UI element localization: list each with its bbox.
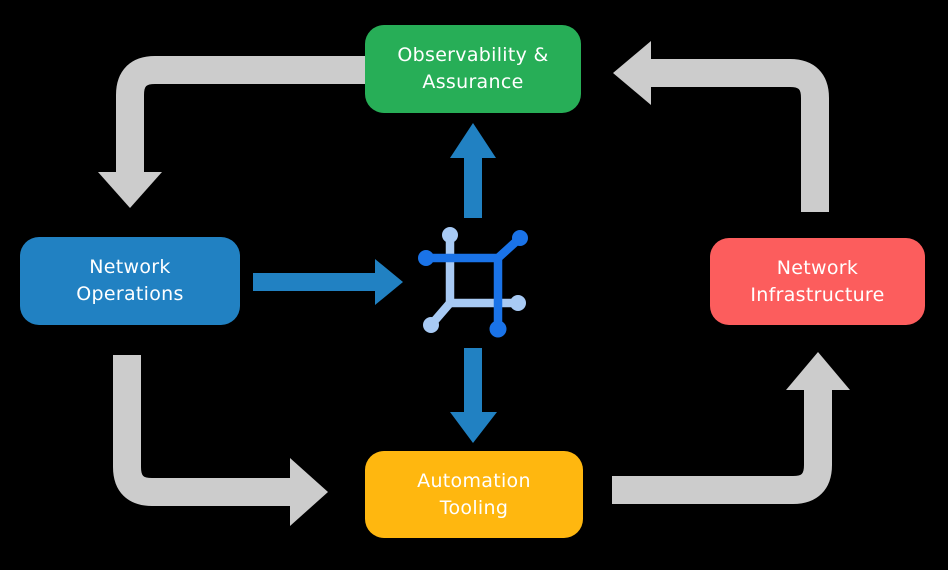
network-automation-icon <box>418 227 528 338</box>
arrow-infrastructure-to-observability <box>613 41 829 212</box>
icon-node-bottom-left <box>423 317 439 333</box>
node-label: Network Operations <box>76 256 184 305</box>
node-label: Automation Tooling <box>417 469 531 519</box>
node-observability-assurance: Observability & Assurance <box>365 25 581 113</box>
arrow-automation-to-infrastructure <box>612 352 850 504</box>
arrow-head-up-icon <box>786 352 850 390</box>
arrow-head-right-icon <box>290 458 328 526</box>
arrow-shaft <box>116 56 365 172</box>
node-label: Observability & Assurance <box>397 44 549 93</box>
node-label: Network Infrastructure <box>750 256 885 306</box>
arrow-center-to-automation <box>450 348 497 443</box>
arrow-operations-to-automation <box>113 355 328 526</box>
icon-node-top <box>442 227 458 243</box>
arrow-center-to-observability <box>450 123 496 218</box>
arrow-shaft <box>612 390 832 504</box>
node-network-infrastructure: Network Infrastructure <box>710 238 925 325</box>
arrow-shaft <box>651 59 829 212</box>
arrow-operations-to-center <box>253 259 403 305</box>
icon-dark-path <box>421 253 503 326</box>
node-network-operations: Network Operations <box>20 237 240 325</box>
icon-node-left <box>418 250 434 266</box>
node-automation-tooling: Automation Tooling <box>365 451 583 538</box>
icon-node-top-right <box>512 230 528 246</box>
arrow-shaft <box>113 355 290 506</box>
arrow-head-left-icon <box>613 41 651 105</box>
icon-node-right <box>510 295 526 311</box>
arrow-observability-to-operations <box>98 56 365 208</box>
arrow-head-down-icon <box>98 172 162 208</box>
icon-node-bottom <box>489 320 507 338</box>
